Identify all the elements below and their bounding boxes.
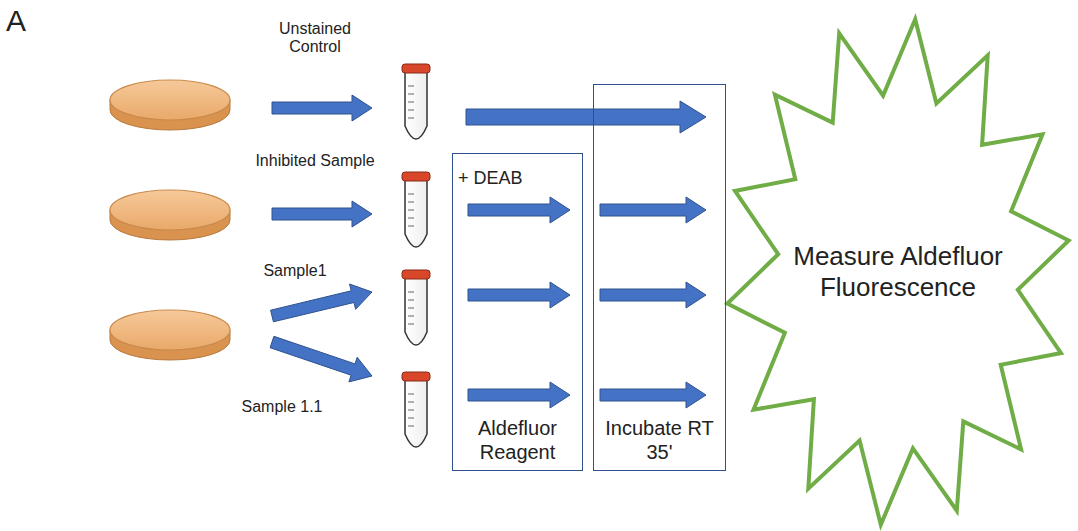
starburst-outline [727, 19, 1068, 524]
tube-tick [408, 292, 414, 293]
tube-tick [408, 202, 414, 203]
tube-tick [408, 410, 414, 411]
test-tube [405, 72, 427, 139]
starburst-node: Measure Aldefluor Fluorescence [726, 18, 1070, 526]
block-arrow [600, 197, 706, 223]
block-arrow [466, 101, 706, 133]
test-tube [405, 278, 427, 345]
step-box: Aldefluor Reagent [452, 153, 583, 471]
block-arrow [272, 201, 372, 227]
tube-cap [402, 172, 430, 181]
tube-cap [402, 64, 430, 73]
petri-dish [110, 190, 230, 230]
node-text: Incubate RT 35' [599, 416, 720, 464]
tube-tick [408, 194, 414, 195]
tube-tick [408, 418, 414, 419]
tube-tick [408, 226, 414, 227]
tube-tick [408, 308, 414, 309]
tube-tick [408, 86, 414, 87]
tube-tick [408, 94, 414, 95]
tube-cap [402, 270, 430, 279]
tube-tick [408, 394, 414, 395]
test-tube [405, 180, 427, 247]
tube-tick [408, 426, 414, 427]
node-text: Aldefluor Reagent [458, 416, 577, 464]
reagent-note: + DEAB [458, 168, 548, 189]
block-arrow [468, 282, 570, 308]
row-label: Sample 1.1 [222, 398, 342, 416]
panel-letter: A [6, 4, 36, 39]
tube-tick [408, 110, 414, 111]
step-box: Incubate RT 35' [593, 84, 726, 471]
tube-tick [408, 300, 414, 301]
test-tube [405, 380, 427, 447]
tube-tick [408, 118, 414, 119]
block-arrow [468, 197, 570, 223]
row-label: Unstained Control [255, 20, 375, 57]
block-arrow [272, 95, 372, 121]
node-text: Measure Aldefluor Fluorescence [793, 241, 1003, 303]
block-arrow [600, 382, 706, 408]
block-arrow [271, 284, 372, 322]
tube-tick [408, 316, 414, 317]
tube-tick [408, 102, 414, 103]
tube-cap [402, 372, 430, 381]
row-label: Sample1 [240, 262, 350, 280]
block-arrow [270, 336, 372, 382]
petri-dish [110, 310, 230, 350]
block-arrow [468, 382, 570, 408]
block-arrow [600, 282, 706, 308]
tube-tick [408, 402, 414, 403]
tube-tick [408, 218, 414, 219]
petri-dish [110, 80, 230, 120]
tube-tick [408, 210, 414, 211]
row-label: Inhibited Sample [255, 152, 375, 170]
tube-tick [408, 324, 414, 325]
